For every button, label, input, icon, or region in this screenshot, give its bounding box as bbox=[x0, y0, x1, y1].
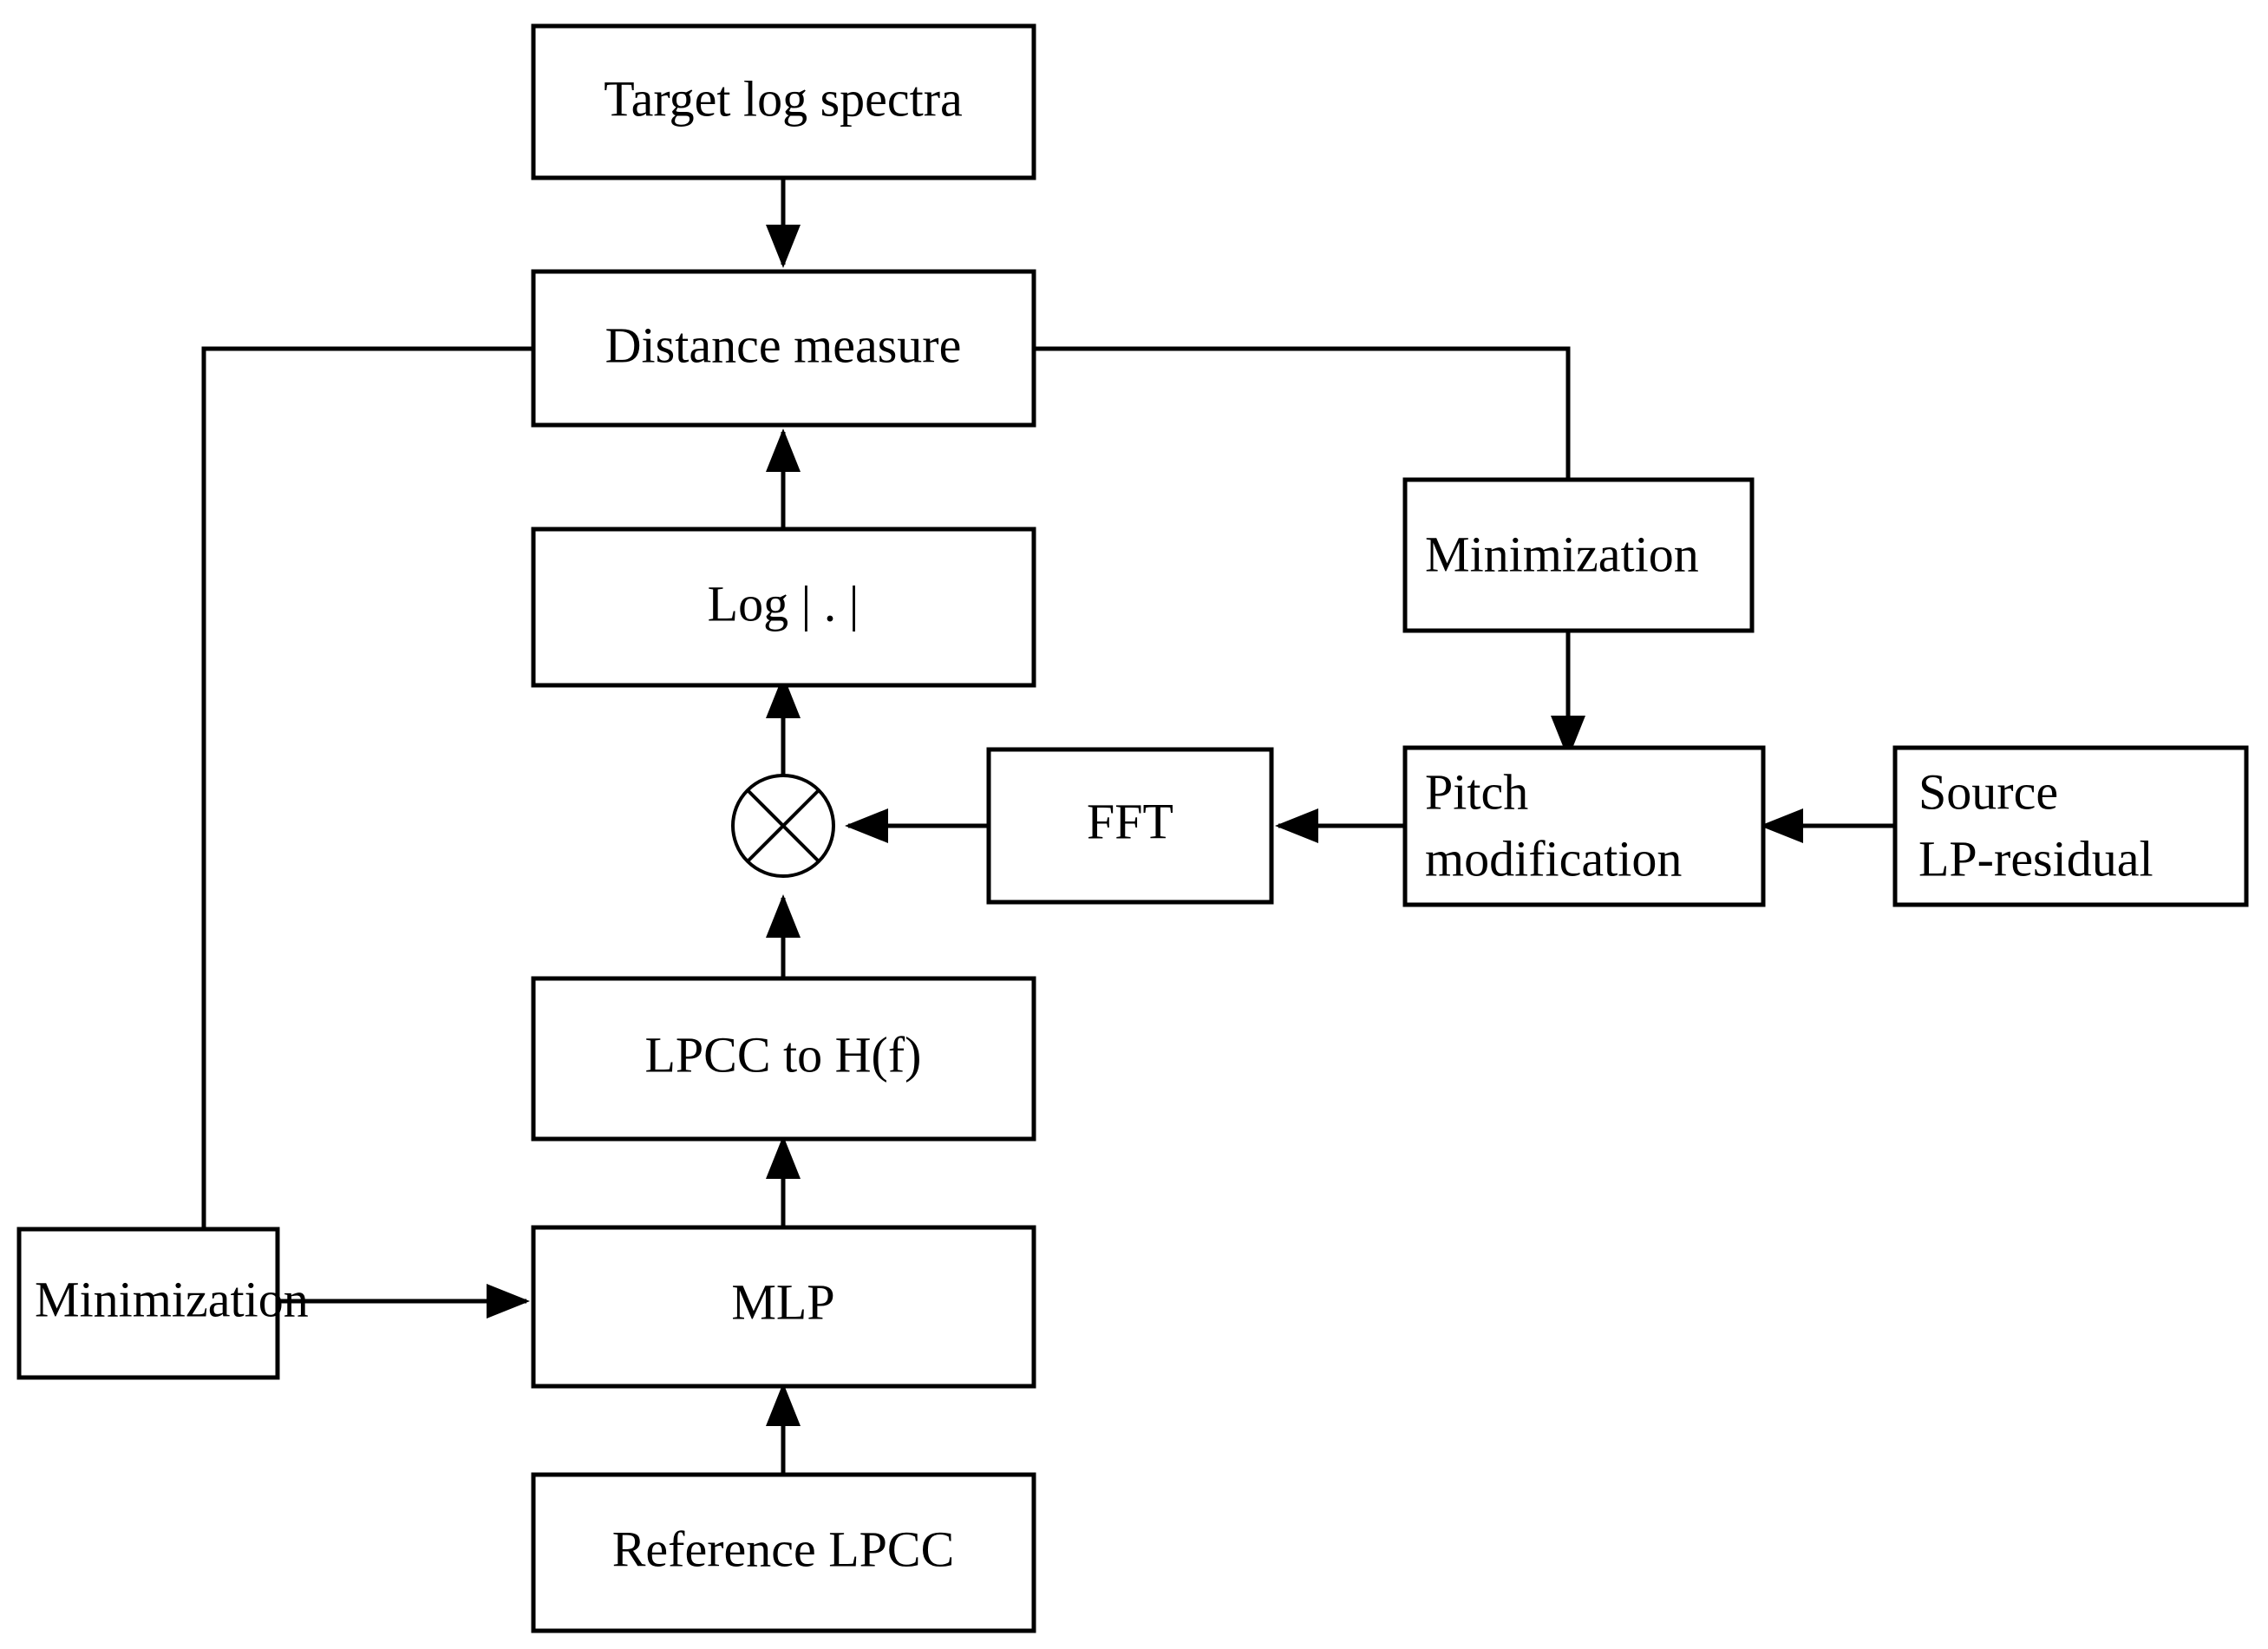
node-label-distance-measure: Distance measure bbox=[605, 317, 962, 373]
node-reference-lpcc[interactable]: Reference LPCC bbox=[531, 1472, 1036, 1633]
node-label-fft: FFT bbox=[1087, 793, 1173, 849]
edge-distance-to-minimization-right bbox=[1034, 346, 1571, 480]
node-target-log-spectra[interactable]: Target log spectra bbox=[531, 23, 1036, 180]
node-label-source-lp-residual-line2: LP-residual bbox=[1918, 830, 2154, 887]
multiply-operator-icon-2 bbox=[746, 789, 820, 863]
node-source-lp-residual[interactable]: Source LP-residual bbox=[1892, 745, 2249, 907]
node-minimization-left[interactable]: Minimization bbox=[16, 1227, 309, 1380]
node-mlp[interactable]: MLP bbox=[531, 1225, 1036, 1389]
node-minimization-right[interactable]: Minimization bbox=[1402, 477, 1755, 633]
node-label-pitch-modification-line1: Pitch bbox=[1425, 763, 1528, 820]
node-log-abs[interactable]: Log | . | bbox=[531, 527, 1036, 688]
node-label-reference-lpcc: Reference LPCC bbox=[612, 1521, 955, 1577]
node-label-minimization-right: Minimization bbox=[1425, 526, 1699, 582]
edges-layer bbox=[201, 178, 1895, 1475]
node-label-target-log-spectra: Target log spectra bbox=[604, 70, 963, 127]
edge-distance-to-minimization-left bbox=[201, 346, 533, 1229]
node-label-mlp: MLP bbox=[731, 1273, 834, 1330]
node-pitch-modification[interactable]: Pitch modification bbox=[1402, 745, 1766, 907]
node-lpcc-to-hf[interactable]: LPCC to H(f) bbox=[531, 976, 1036, 1142]
node-fft[interactable]: FFT bbox=[986, 747, 1274, 905]
node-label-source-lp-residual-line1: Source bbox=[1918, 763, 2058, 820]
node-label-log-abs: Log | . | bbox=[708, 575, 859, 631]
node-distance-measure[interactable]: Distance measure bbox=[531, 269, 1036, 428]
node-multiplier[interactable] bbox=[731, 774, 835, 878]
node-label-pitch-modification-line2: modification bbox=[1425, 830, 1682, 887]
node-label-minimization-left: Minimization bbox=[35, 1271, 309, 1327]
node-label-lpcc-to-hf: LPCC to H(f) bbox=[645, 1026, 922, 1083]
